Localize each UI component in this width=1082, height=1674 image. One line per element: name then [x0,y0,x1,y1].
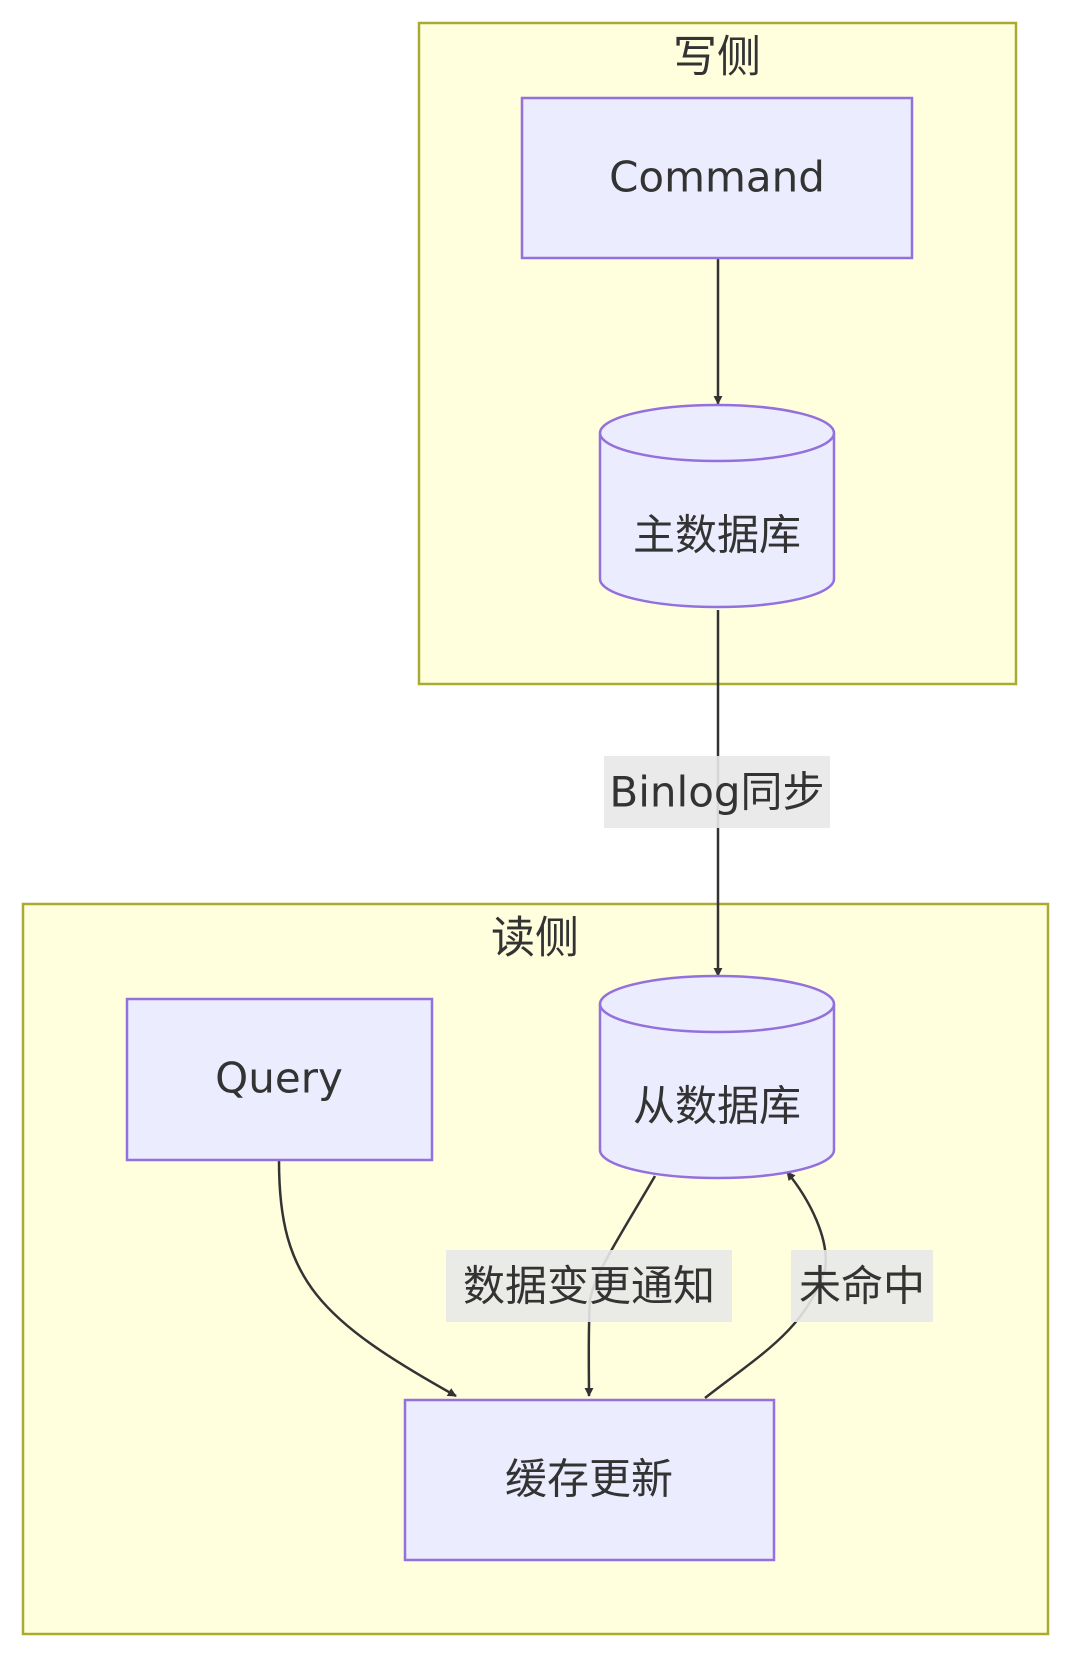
node-slave-db-label: 从数据库 [633,1082,801,1131]
cluster-read-title: 读侧 [491,913,579,964]
node-slave-db[interactable]: 从数据库 [598,974,836,1180]
edge-label-data-change-notify: 数据变更通知 [446,1250,732,1322]
edge-query-to-cache-update [277,1160,457,1398]
node-query-label: Query [215,1054,343,1103]
node-master-db[interactable]: 主数据库 [598,403,836,609]
node-master-db-label: 主数据库 [633,511,801,560]
edge-label-binlog-sync: Binlog同步 [604,756,830,828]
node-cache-update-label: 缓存更新 [505,1455,673,1504]
cluster-write-title: 写侧 [673,32,761,83]
node-cache-update[interactable]: 缓存更新 [403,1398,776,1562]
node-command[interactable]: Command [520,96,914,260]
edge-label-cache-miss: 未命中 [791,1250,933,1322]
edge-label-data-change-notify-text: 数据变更通知 [463,1262,715,1311]
edge-label-cache-miss-text: 未命中 [799,1262,925,1311]
node-query[interactable]: Query [125,997,434,1162]
edge-label-binlog-sync-text: Binlog同步 [609,768,824,817]
node-command-label: Command [609,153,825,202]
